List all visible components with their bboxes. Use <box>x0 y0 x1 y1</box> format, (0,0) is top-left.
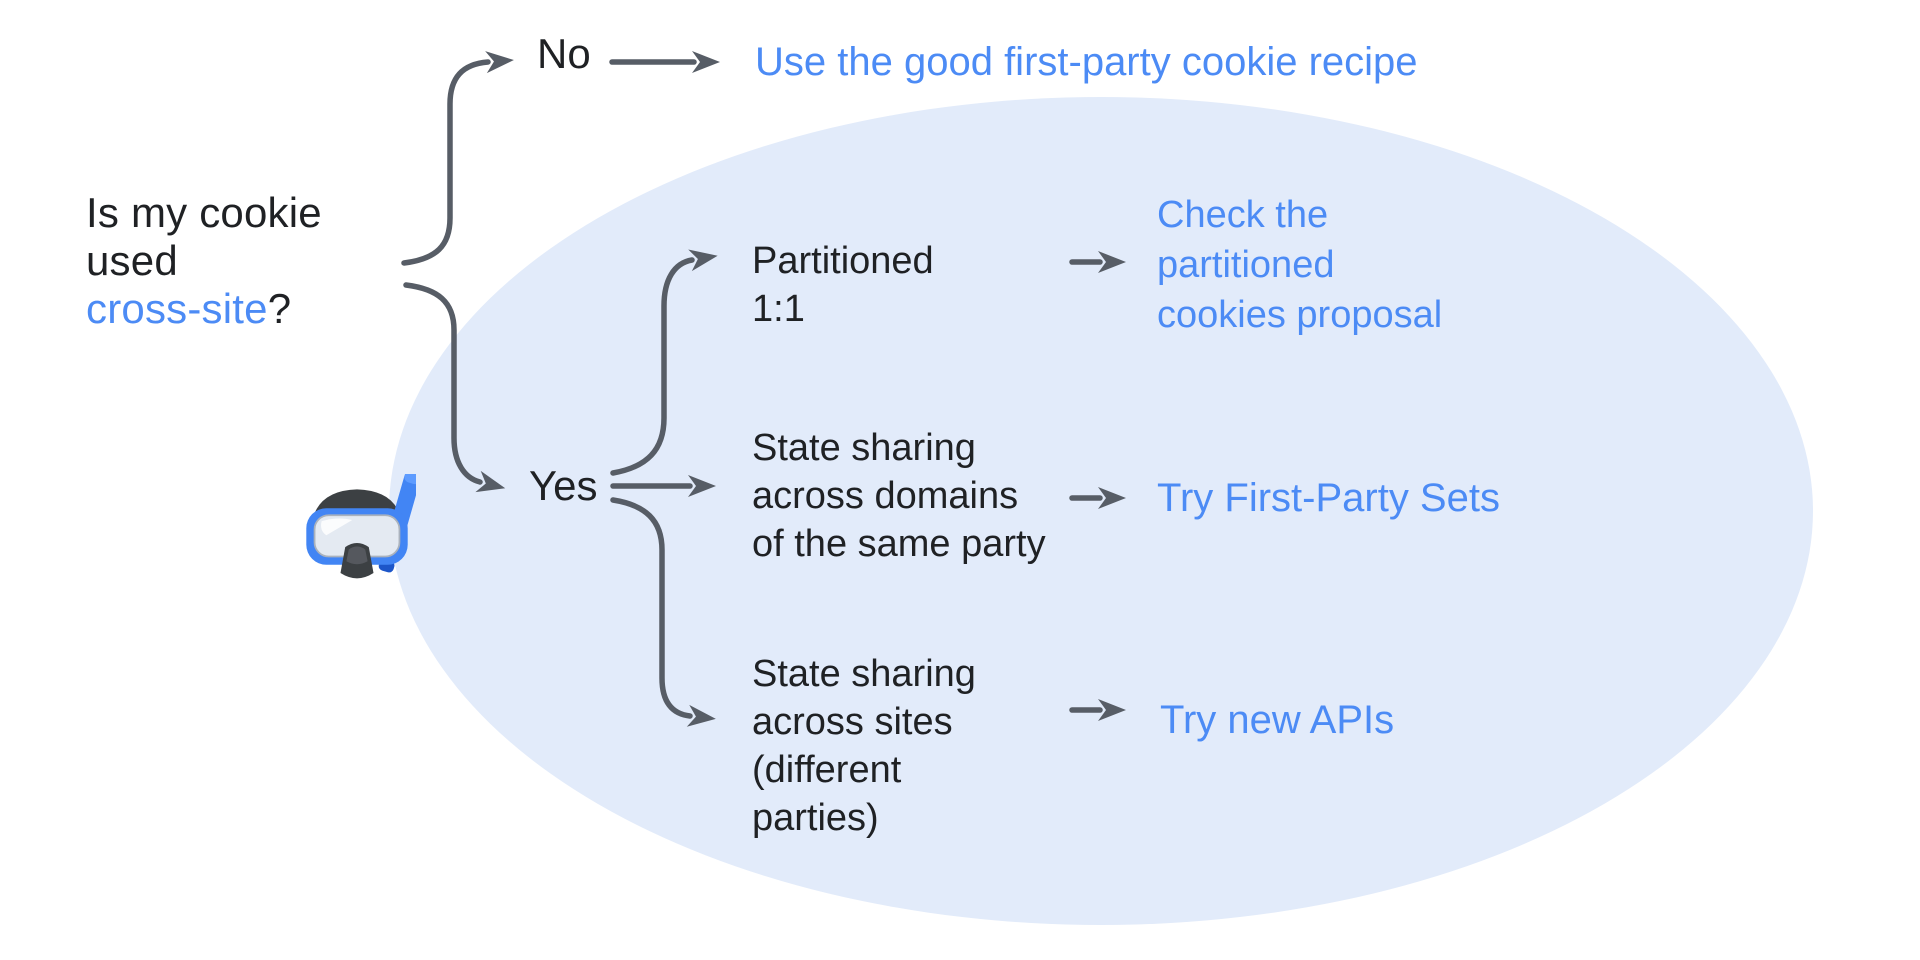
condition-line: parties) <box>752 797 879 839</box>
connector-question-to-yes <box>403 282 506 493</box>
try-new-apis-link[interactable]: Try new APIs <box>1160 698 1395 742</box>
yes-node-label: Yes <box>529 462 598 509</box>
result-line[interactable]: partitioned <box>1157 244 1335 286</box>
condition-line: of the same party <box>752 523 1046 565</box>
question-mark: ? <box>267 285 292 332</box>
question-text: Is my cookie used cross-site? <box>86 189 322 333</box>
question-line-3: cross-site? <box>86 285 322 333</box>
condition-line: State sharing <box>752 653 976 695</box>
condition-line: Partitioned <box>752 240 934 282</box>
first-party-sets-link[interactable]: Try First-Party Sets <box>1157 476 1500 520</box>
connector-yes-to-partitioned <box>610 249 718 476</box>
different-parties-condition: State sharing across sites (different pa… <box>752 650 976 842</box>
question-line-1: Is my cookie <box>86 189 322 236</box>
cross-site-group-ellipse <box>389 97 1813 925</box>
condition-line: across sites <box>752 701 953 743</box>
condition-line: State sharing <box>752 427 976 469</box>
connector-yes-to-different-parties <box>610 497 716 727</box>
diving-mask-icon <box>306 474 416 579</box>
cross-site-link[interactable]: cross-site <box>86 285 268 332</box>
question-line-2: used <box>86 237 178 284</box>
result-line[interactable]: cookies proposal <box>1157 294 1443 336</box>
partitioned-cookies-proposal-link[interactable]: Check the partitioned cookies proposal <box>1157 190 1442 340</box>
condition-line: across domains <box>752 475 1019 517</box>
same-party-condition: State sharing across domains of the same… <box>752 424 1046 568</box>
first-party-recipe-link[interactable]: Use the good first-party cookie recipe <box>755 40 1418 84</box>
partitioned-condition: Partitioned 1:1 <box>752 237 934 333</box>
condition-line: (different <box>752 749 902 791</box>
no-node-label: No <box>537 30 591 77</box>
result-line[interactable]: Check the <box>1157 194 1329 236</box>
connector-question-to-no <box>401 51 514 266</box>
condition-line: 1:1 <box>752 288 805 330</box>
